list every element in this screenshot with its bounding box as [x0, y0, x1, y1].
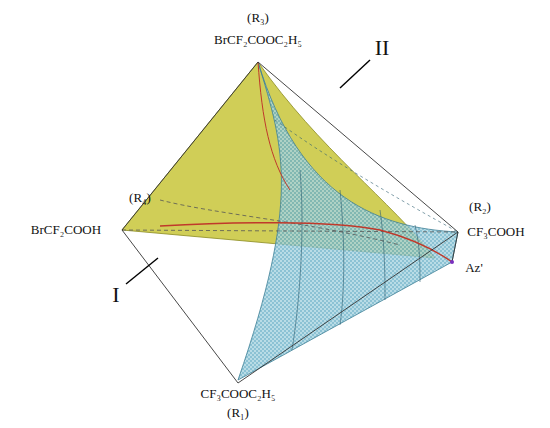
vertex-tag: (R₃): [247, 11, 269, 25]
azeotrope-label: Az': [465, 261, 483, 275]
vertex-tag: (R₄): [129, 191, 151, 205]
region-label: I: [112, 283, 119, 307]
vertex-tag: (R₂): [469, 200, 491, 214]
component-formula: BrCF₂COOH: [31, 223, 101, 237]
component-formula: BrCF₂COOC₂H₅: [214, 33, 302, 47]
component-formula: CF₃COOC₂H₅: [200, 387, 275, 401]
vertex-tag: (R₁): [227, 406, 249, 420]
region-label: II: [375, 36, 390, 60]
component-formula: CF₃COOH: [467, 225, 524, 239]
